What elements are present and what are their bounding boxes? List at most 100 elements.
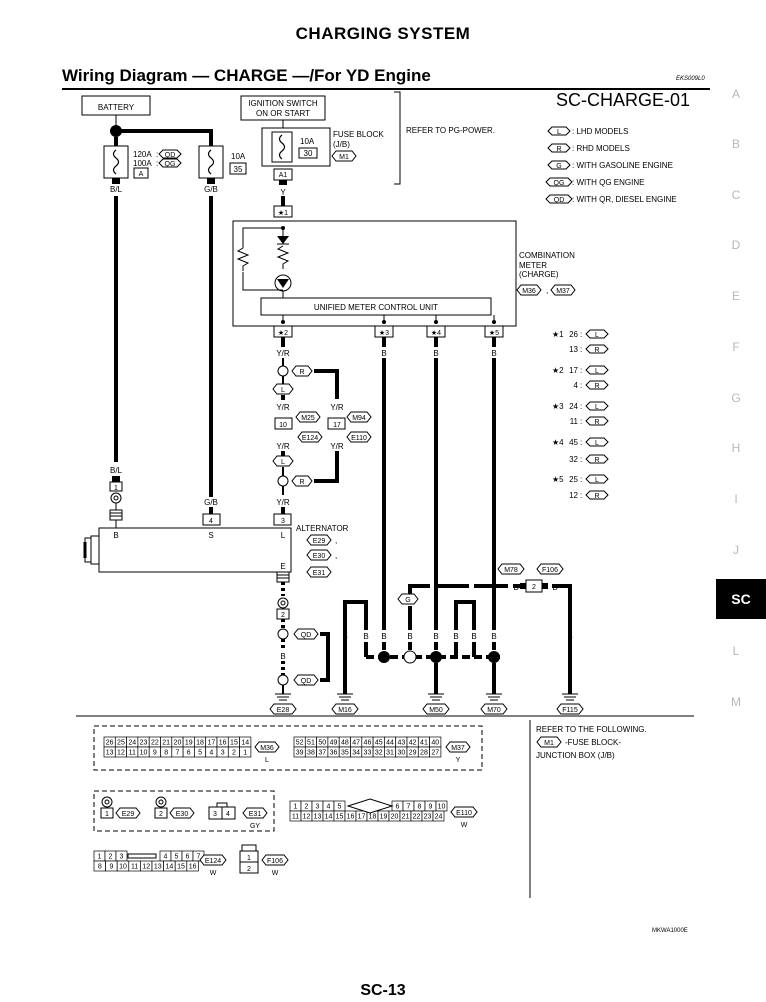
alternator-box [98, 527, 292, 573]
svg-text:★3: ★3 [379, 329, 389, 337]
svg-text:ALTERNATOR: ALTERNATOR [296, 524, 349, 533]
svg-text::: : [580, 417, 582, 426]
svg-text:L: L [595, 368, 599, 375]
svg-text:4: 4 [226, 811, 230, 818]
svg-text:QD: QD [301, 632, 312, 639]
connector-pin-label: 41 [420, 740, 428, 747]
connector-pin-label: 18 [369, 814, 377, 821]
svg-text:QG: QG [554, 180, 565, 187]
connector-pin-label: 4 [209, 750, 213, 757]
connector-pin-label: 11 [292, 814, 299, 821]
connector-pin-label: 15 [177, 864, 185, 871]
connector-pin-label: 45 [375, 740, 383, 747]
connector-pin-label: 14 [325, 814, 333, 821]
svg-text:E30: E30 [313, 553, 326, 560]
connector-pin-label: 22 [151, 740, 159, 747]
side-letter-e[interactable]: E [731, 289, 740, 303]
svg-text:M25: M25 [301, 415, 315, 422]
svg-text:COMBINATION: COMBINATION [519, 251, 575, 260]
svg-text:2: 2 [281, 612, 285, 619]
svg-text:Y/R: Y/R [276, 442, 290, 451]
page-number: SC-13 [360, 982, 406, 999]
pin-notes: ★1 26 : L 13 : R ★2 17 : L 4 : R ★3 24 :… [552, 329, 609, 500]
svg-text:M1: M1 [544, 740, 554, 747]
side-letter-g[interactable]: G [731, 391, 741, 405]
ground-m16: M16 [338, 707, 352, 714]
svg-text:M36: M36 [260, 745, 274, 752]
connector-pin-label: 7 [407, 804, 411, 811]
connector-pin-label: 18 [196, 740, 204, 747]
svg-text:E124: E124 [302, 435, 318, 442]
connector-pin-label: 13 [106, 750, 114, 757]
svg-text:10: 10 [279, 422, 287, 429]
svg-text:13: 13 [569, 345, 578, 354]
side-letter-c[interactable]: C [731, 188, 741, 202]
connector-pin-label: 5 [175, 854, 179, 861]
side-letter-b[interactable]: B [731, 137, 740, 151]
connector-pin-label: 16 [347, 814, 355, 821]
svg-text:1: 1 [105, 811, 109, 818]
connector-pin-label: 50 [318, 740, 326, 747]
svg-text:Y/R: Y/R [330, 442, 344, 451]
svg-text:2: 2 [532, 584, 536, 591]
connector-pin-label: 2 [305, 804, 309, 811]
side-letter-m[interactable]: M [731, 695, 741, 709]
svg-text::: : [580, 475, 582, 484]
svg-text:R: R [594, 493, 599, 500]
connector-pin-label: 37 [318, 750, 326, 757]
side-letter-d[interactable]: D [731, 238, 741, 252]
svg-text:E29: E29 [122, 811, 135, 818]
svg-text:: WITH GASOLINE ENGINE: : WITH GASOLINE ENGINE [572, 161, 673, 170]
svg-text:QD: QD [554, 197, 565, 204]
side-letter-h[interactable]: H [731, 441, 741, 455]
svg-text:Y/R: Y/R [330, 403, 344, 412]
connector-pin-label: 47 [352, 740, 360, 747]
connector-pin-label: 48 [341, 740, 349, 747]
svg-text:Y: Y [280, 188, 286, 197]
svg-text:3: 3 [213, 811, 217, 818]
connector-pin-label: 6 [187, 750, 191, 757]
side-letter-l[interactable]: L [732, 644, 740, 658]
side-letter-i[interactable]: I [734, 492, 738, 506]
svg-text:120A: 120A [133, 150, 152, 159]
connector-pin-label: 35 [341, 750, 349, 757]
side-letter-f[interactable]: F [732, 340, 740, 354]
fuse-120a [103, 145, 129, 179]
svg-text:E31: E31 [313, 570, 326, 577]
side-tab-sc[interactable]: SC [716, 579, 766, 619]
connector-pin-label: 15 [230, 740, 238, 747]
svg-text:,: , [335, 536, 337, 545]
svg-text:R: R [299, 369, 304, 376]
connector-pin-label: 24 [435, 814, 443, 821]
side-letter-a[interactable]: A [731, 87, 740, 101]
svg-text::: : [156, 159, 158, 168]
svg-text:L: L [595, 440, 599, 447]
connector-pin-label: 11 [131, 864, 138, 871]
svg-text::: : [580, 455, 582, 464]
svg-text:R: R [594, 457, 599, 464]
svg-text:(J/B): (J/B) [333, 140, 350, 149]
connector-key [127, 853, 157, 859]
ground-e28: E28 [277, 707, 290, 714]
svg-text:R: R [594, 419, 599, 426]
connector-pin-label: 9 [109, 864, 113, 871]
svg-text:★3: ★3 [552, 402, 564, 411]
ground-m50: M50 [429, 707, 443, 714]
connector-pin-label: 43 [397, 740, 405, 747]
svg-text::: : [580, 381, 582, 390]
connector-pin-label: 12 [303, 814, 311, 821]
svg-text:★2: ★2 [278, 329, 288, 337]
svg-text:E110: E110 [351, 435, 367, 442]
svg-text:G/B: G/B [204, 185, 218, 194]
svg-text:B: B [471, 632, 476, 641]
connector-pin-label: 4 [164, 854, 168, 861]
svg-text:★4: ★4 [552, 438, 564, 447]
connector-pin-label: 28 [420, 750, 428, 757]
side-letter-j[interactable]: J [733, 543, 739, 557]
connector-pin-label: 1 [294, 804, 298, 811]
connector-pin-label: 7 [197, 854, 201, 861]
connector-pin-label: 38 [307, 750, 315, 757]
svg-text:: LHD MODELS: : LHD MODELS [572, 127, 628, 136]
